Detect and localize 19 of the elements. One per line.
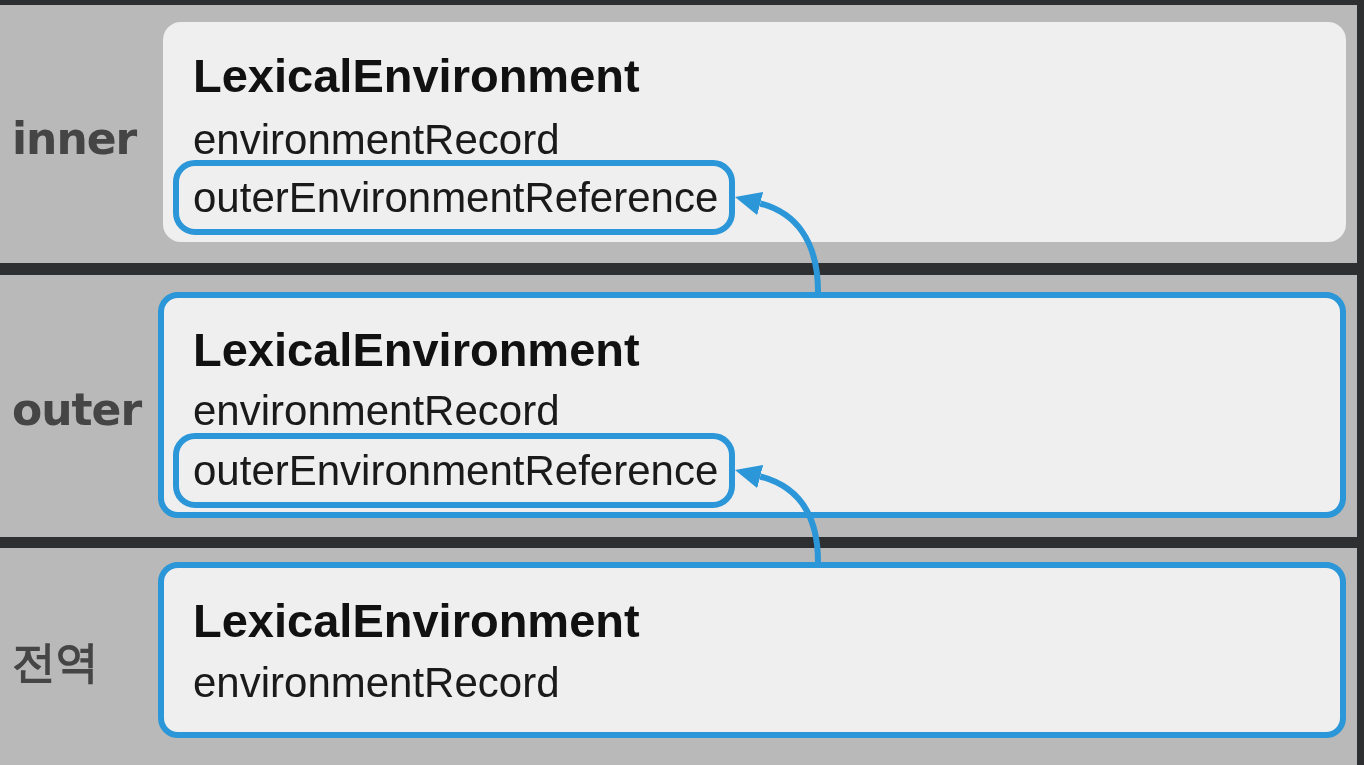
box-heading: LexicalEnvironment <box>193 326 640 373</box>
reference-box: outerEnvironmentReference <box>173 160 735 235</box>
band-label: inner <box>12 117 137 161</box>
arrow <box>735 192 821 293</box>
band <box>0 275 1357 537</box>
box-heading: LexicalEnvironment <box>193 52 640 99</box>
band-label: 전역 <box>12 640 98 684</box>
reference-box: outerEnvironmentReference <box>173 433 735 508</box>
environment-box <box>163 22 1346 242</box>
arrow <box>735 465 821 563</box>
environment-box <box>158 562 1346 738</box>
band-label: outer <box>12 388 142 432</box>
band <box>0 5 1357 263</box>
environment-box <box>158 292 1346 518</box>
field-text: environmentRecord <box>193 119 560 161</box>
field-text: environmentRecord <box>193 390 560 432</box>
band <box>0 548 1357 765</box>
field-text: environmentRecord <box>193 662 560 704</box>
box-heading: LexicalEnvironment <box>193 597 640 644</box>
